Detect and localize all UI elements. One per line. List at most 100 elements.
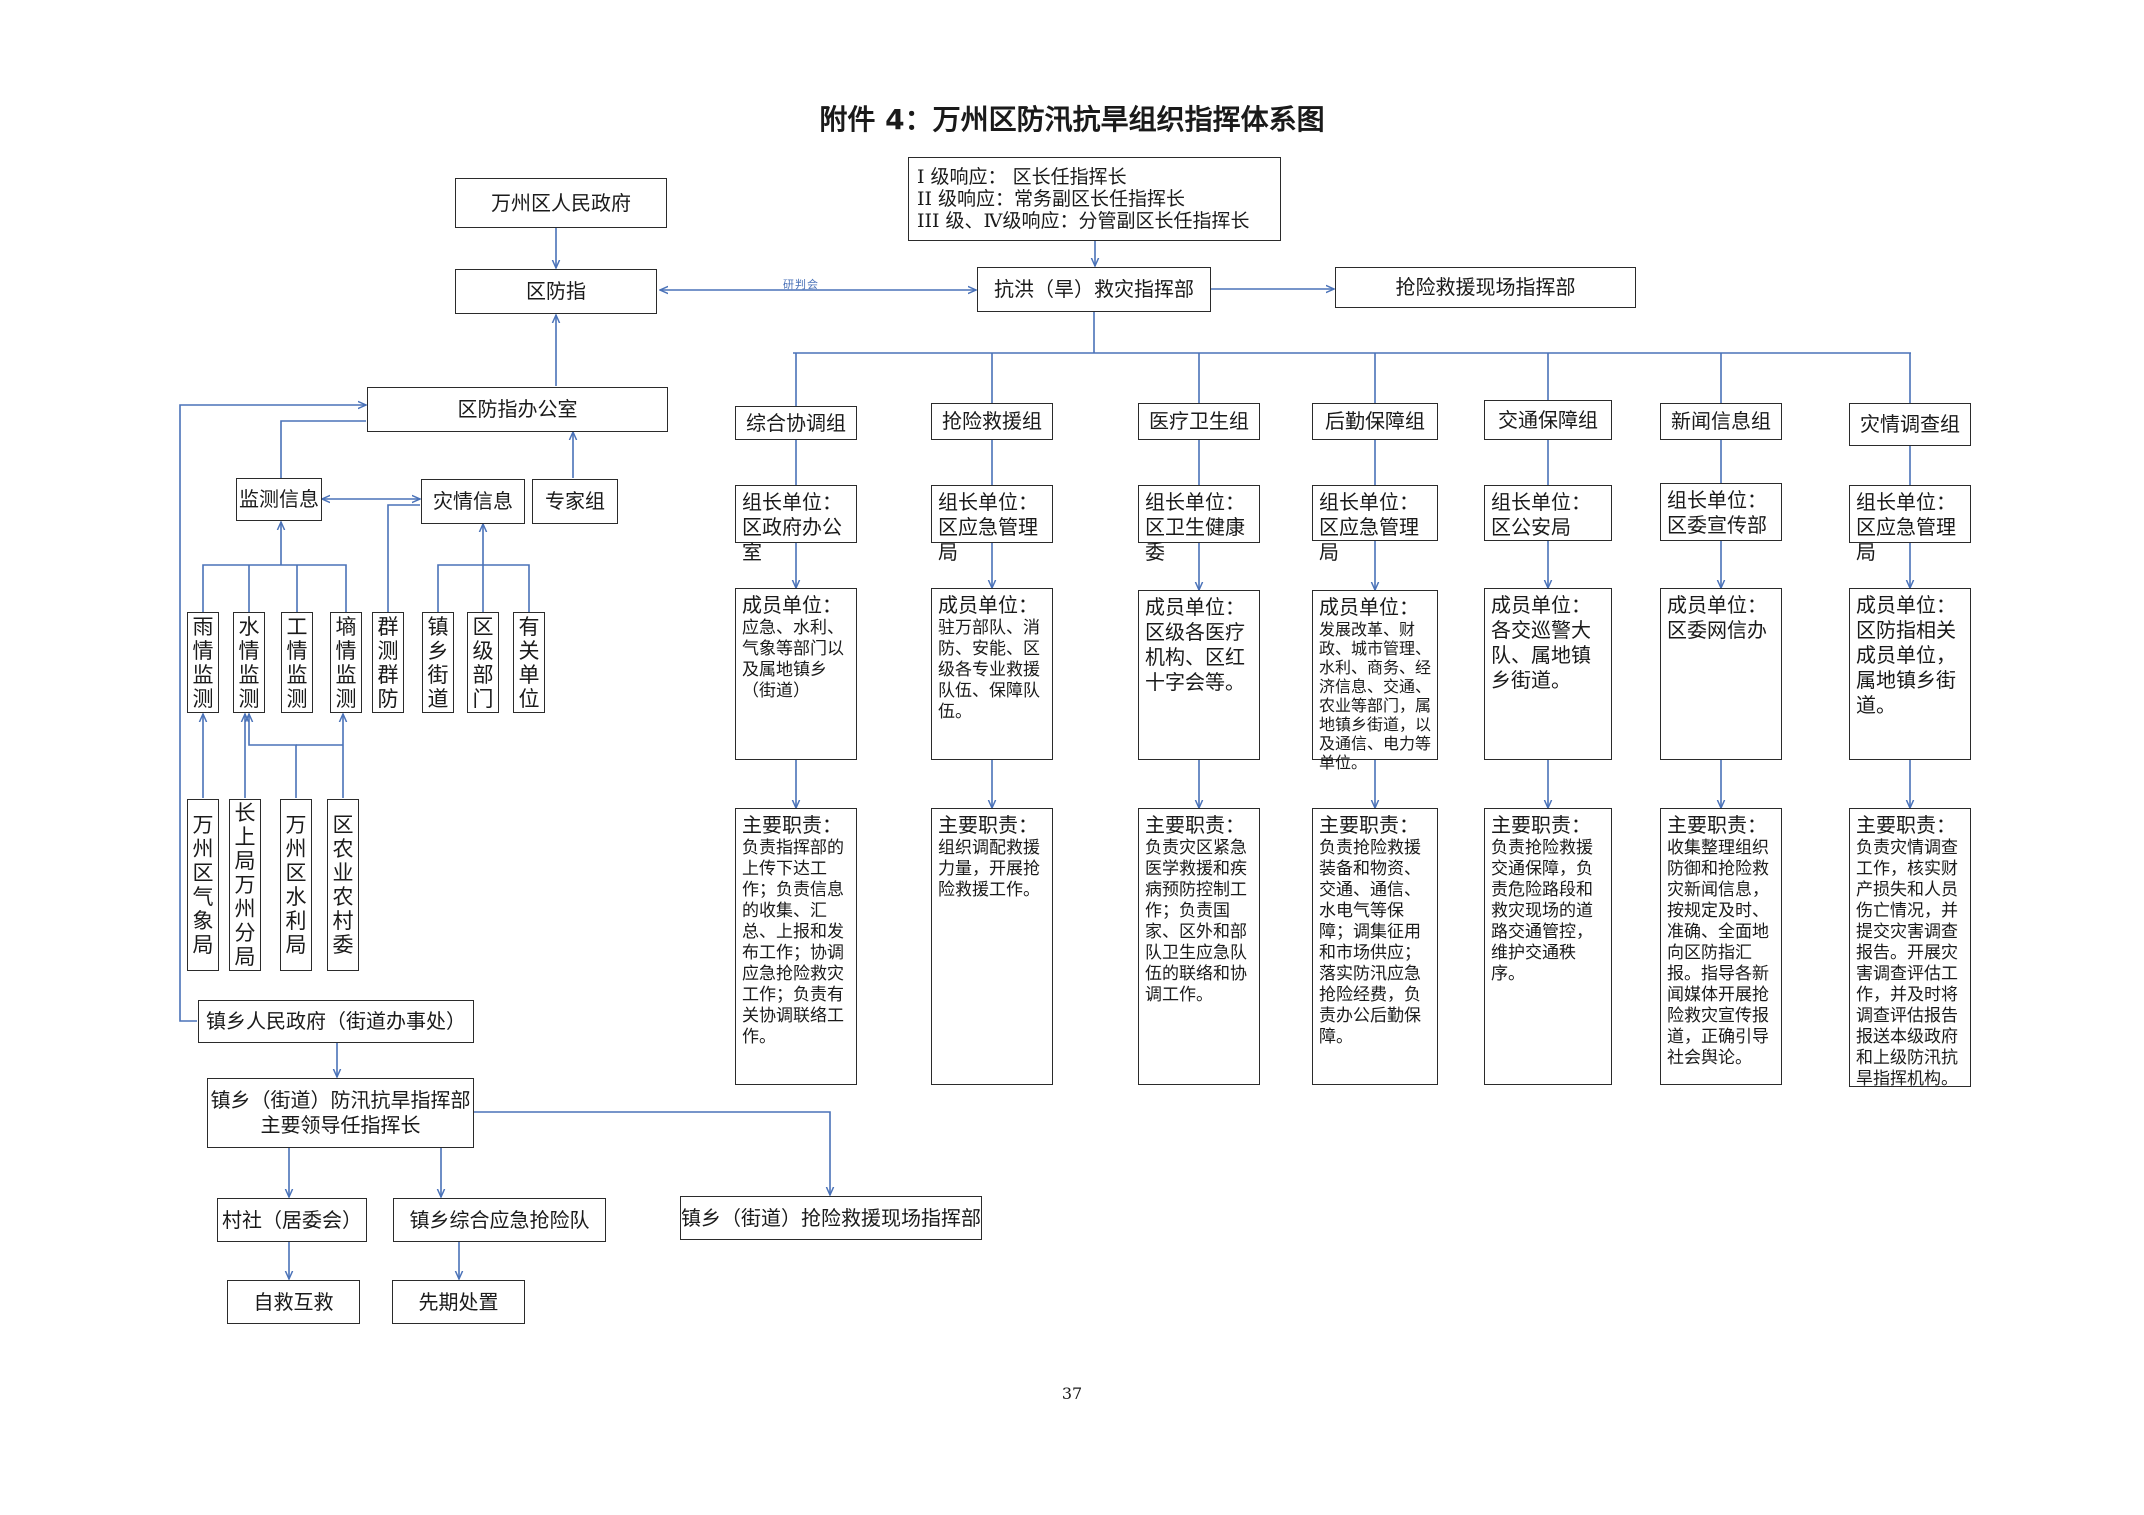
group-duties-text: 负责抢险救援装备和物资、交通、通信、水电气等保障；调集征用和市场供应；落实防汛应…	[1319, 838, 1421, 1047]
group-lead-box: 组长单位：区应急管理局	[1849, 485, 1971, 564]
group-lead-unit: 区应急管理局	[1319, 515, 1419, 564]
page-title: 附件 4：万州区防汛抗旱组织指挥体系图	[819, 103, 1325, 136]
group-lead-unit: 区委宣传部	[1667, 513, 1767, 537]
hydrology-bureau-box: 长上局万州分局	[229, 799, 261, 971]
group-members-text: 各交巡警大队、属地镇乡街道。	[1491, 618, 1591, 692]
group-members-box: 成员单位：区级各医疗机构、区红十字会等。	[1138, 590, 1260, 760]
group-lead-box: 组长单位：区卫生健康委	[1138, 485, 1260, 564]
group-duties-box: 主要职责：负责灾情调查工作，核实财产损失和人员伤亡情况，并提交灾害调查报告。开展…	[1849, 808, 1971, 1089]
project-monitoring-box: 工情监测	[281, 612, 313, 713]
water-monitoring-box: 水情监测	[233, 612, 265, 713]
group-lead-label: 组长单位：	[1856, 490, 1956, 514]
group-members-text: 区防指相关成员单位，属地镇乡街道。	[1856, 618, 1956, 717]
flood-control-hq-box: 区防指	[455, 269, 657, 314]
group-duties-box: 主要职责：负责抢险救援装备和物资、交通、通信、水电气等保障；调集征用和市场供应；…	[1312, 808, 1438, 1085]
group-name: 综合协调组	[746, 410, 846, 435]
town-emergency-team-box: 镇乡综合应急抢险队	[393, 1198, 606, 1242]
mass-monitoring-box: 群测群防	[372, 612, 404, 713]
group-duties-label: 主要职责：	[1667, 813, 1767, 837]
group-members-label: 成员单位：	[1667, 593, 1767, 617]
arrow-town-to-office	[179, 405, 366, 1022]
group-duties-box: 主要职责：负责指挥部的上传下达工作；负责信息的收集、汇总、上报和发布工作；协调应…	[735, 808, 857, 1085]
group-members-box: 成员单位：区防指相关成员单位，属地镇乡街道。	[1849, 588, 1971, 760]
group-name: 灾情调查组	[1860, 412, 1960, 436]
village-committee-box: 村社（居委会）	[217, 1198, 367, 1242]
group-name: 交通保障组	[1498, 407, 1598, 432]
field-command-hq-box: 抢险救援现场指挥部	[1335, 267, 1636, 308]
expert-group-box: 专家组	[532, 479, 618, 524]
group-lead-box: 组长单位：区应急管理局	[931, 485, 1053, 564]
monitoring-info-box: 监测信息	[236, 478, 322, 521]
group-lead-unit: 区卫生健康委	[1145, 515, 1245, 564]
group-duties-text: 负责抢险救援交通保障，负责危险路段和救灾现场的道路交通管控，维护交通秩序。	[1491, 838, 1593, 984]
group-lead-label: 组长单位：	[938, 490, 1038, 514]
group-members-label: 成员单位：	[1491, 593, 1591, 617]
group-members-label: 成员单位：	[938, 593, 1038, 617]
group-lead-label: 组长单位：	[1319, 490, 1419, 514]
group-members-box: 成员单位：各交巡警大队、属地镇乡街道。	[1484, 588, 1612, 760]
meteorological-bureau-box: 万州区气象局	[187, 799, 219, 971]
group-duties-text: 组织调配救援力量，开展抢险救援工作。	[938, 838, 1040, 900]
disaster-info-box: 灾情信息	[421, 479, 525, 524]
group-name-box: 综合协调组	[735, 406, 857, 440]
source-district-dept-box: 区级部门	[467, 612, 499, 713]
group-lead-box: 组长单位：区委宣传部	[1660, 483, 1782, 541]
response-levels-box: I 级响应： 区长任指挥长 II 级响应：常务副区长任指挥长 III 级、Ⅳ级响…	[908, 157, 1281, 241]
soil-moisture-monitoring-box: 墒情监测	[330, 612, 362, 713]
group-members-label: 成员单位：	[1856, 593, 1956, 617]
group-members-text: 驻万部队、消防、安能、区级各专业救援队伍、保障队伍。	[938, 618, 1040, 722]
command-hq-box: 抗洪（旱）救灾指挥部	[977, 267, 1211, 312]
group-lead-box: 组长单位：区公安局	[1484, 485, 1612, 541]
group-lead-box: 组长单位：区应急管理局	[1312, 485, 1438, 564]
response-levels-text: I 级响应： 区长任指挥长 II 级响应：常务副区长任指挥长 III 级、Ⅳ级响…	[917, 166, 1250, 232]
group-duties-label: 主要职责：	[1856, 813, 1956, 837]
group-lead-label: 组长单位：	[1145, 490, 1245, 514]
group-name: 抢险救援组	[942, 409, 1042, 433]
group-duties-label: 主要职责：	[1491, 813, 1591, 837]
group-name-box: 后勤保障组	[1312, 403, 1438, 440]
group-duties-text: 收集整理组织防御和抢险救灾新闻信息，按规定及时、准确、全面地向区防指汇报。指导各…	[1667, 838, 1769, 1068]
response-level-2: II 级响应：常务副区长任指挥长	[917, 188, 1186, 210]
group-duties-label: 主要职责：	[938, 813, 1038, 837]
group-members-text: 区委网信办	[1667, 618, 1767, 642]
group-members-label: 成员单位：	[1319, 595, 1419, 619]
monitors-bus	[202, 564, 347, 612]
water-resources-bureau-box: 万州区水利局	[280, 799, 312, 971]
group-duties-label: 主要职责：	[742, 813, 842, 837]
group-name-box: 抢险救援组	[931, 403, 1053, 440]
agriculture-commission-box: 区农业农村委	[327, 799, 359, 971]
group-duties-box: 主要职责：组织调配救援力量，开展抢险救援工作。	[931, 808, 1053, 1085]
group-lead-box: 组长单位：区政府办公室	[735, 485, 857, 564]
response-level-1: I 级响应： 区长任指挥长	[917, 166, 1127, 188]
group-lead-unit: 区应急管理局	[938, 515, 1038, 564]
group-lead-unit: 区应急管理局	[1856, 515, 1956, 564]
source-town-box: 镇乡街道	[422, 612, 454, 713]
town-field-hq-box: 镇乡（街道）抢险救援现场指挥部	[680, 1196, 982, 1240]
group-name-box: 灾情调查组	[1849, 403, 1971, 446]
group-name-box: 新闻信息组	[1660, 403, 1782, 440]
source-related-units-box: 有关单位	[513, 612, 545, 713]
group-members-label: 成员单位：	[1145, 595, 1245, 619]
group-duties-text: 负责灾区紧急医学救援和疾病预防控制工作；负责国家、区外和部队卫生应急队伍的联络和…	[1145, 838, 1247, 1005]
group-lead-label: 组长单位：	[1491, 490, 1591, 514]
group-name: 医疗卫生组	[1149, 409, 1249, 433]
group-members-text: 发展改革、财政、城市管理、水利、商务、经济信息、交通、农业等部门，属地镇乡街道，…	[1319, 620, 1432, 772]
group-duties-box: 主要职责：负责抢险救援交通保障，负责危险路段和救灾现场的道路交通管控，维护交通秩…	[1484, 808, 1612, 1085]
first-response-box: 先期处置	[392, 1280, 525, 1324]
arrow-townhq-to-field	[474, 1111, 830, 1195]
group-members-text: 区级各医疗机构、区红十字会等。	[1145, 620, 1245, 694]
town-flood-hq-box: 镇乡（街道）防汛抗旱指挥部 主要领导任指挥长	[207, 1078, 474, 1148]
arrow-water-bureau	[249, 714, 297, 798]
group-name-box: 交通保障组	[1484, 400, 1612, 440]
group-members-text: 应急、水利、气象等部门以及属地镇乡（街道）	[742, 618, 844, 701]
group-lead-label: 组长单位：	[742, 490, 842, 514]
link-label: 研判会	[783, 278, 819, 291]
group-name: 新闻信息组	[1671, 409, 1771, 433]
monitoring-up	[280, 420, 366, 478]
district-government-box: 万州区人民政府	[455, 178, 667, 228]
town-government-box: 镇乡人民政府（街道办事处）	[198, 1000, 474, 1043]
rain-monitoring-box: 雨情监测	[187, 612, 219, 713]
group-duties-text: 负责指挥部的上传下达工作；负责信息的收集、汇总、上报和发布工作；协调应急抢险救灾…	[742, 838, 844, 1047]
response-level-3-4: III 级、Ⅳ级响应：分管副区长任指挥长	[917, 210, 1250, 232]
